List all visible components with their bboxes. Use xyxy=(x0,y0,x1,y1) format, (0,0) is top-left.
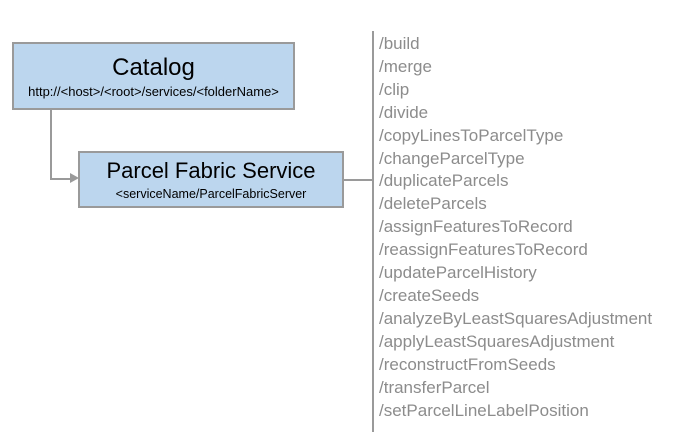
node-catalog-title: Catalog xyxy=(112,53,195,81)
operation-item[interactable]: /applyLeastSquaresAdjustment xyxy=(379,331,615,351)
operation-item[interactable]: /transferParcel xyxy=(379,377,490,397)
operation-item[interactable]: /deleteParcels xyxy=(379,194,487,214)
operation-item[interactable]: /merge xyxy=(379,56,432,76)
operation-item[interactable]: /reassignFeaturesToRecord xyxy=(379,240,588,260)
connector-vertical-segment xyxy=(50,110,52,179)
node-catalog[interactable]: Catalog http://<host>/<root>/services/<f… xyxy=(12,42,295,110)
operation-item[interactable]: /clip xyxy=(379,79,410,99)
operation-item[interactable]: /setParcelLineLabelPosition xyxy=(379,400,589,420)
arrowhead-icon xyxy=(70,173,79,183)
connector-horizontal-segment xyxy=(50,178,72,180)
operation-item[interactable]: /updateParcelHistory xyxy=(379,263,537,283)
operation-item[interactable]: /build xyxy=(379,34,420,53)
node-parcel-fabric-service-title: Parcel Fabric Service xyxy=(106,157,316,183)
operation-item[interactable]: /reconstructFromSeeds xyxy=(379,354,556,374)
operation-item[interactable]: /assignFeaturesToRecord xyxy=(379,217,573,237)
operation-item[interactable]: /analyzeByLeastSquaresAdjustment xyxy=(379,308,653,328)
connector-to-operations xyxy=(344,179,374,181)
operation-item[interactable]: /changeParcelType xyxy=(379,148,525,168)
operation-item[interactable]: /copyLinesToParcelType xyxy=(379,125,564,145)
operation-item[interactable]: /divide xyxy=(379,102,429,122)
node-parcel-fabric-service[interactable]: Parcel Fabric Service <serviceName/Parce… xyxy=(78,151,344,208)
operations-list: /build/merge/clip/divide/copyLinesToParc… xyxy=(379,33,679,422)
node-parcel-fabric-service-subtitle: <serviceName/ParcelFabricServer xyxy=(115,186,307,201)
operations-divider-line xyxy=(372,31,374,432)
node-catalog-subtitle: http://<host>/<root>/services/<folderNam… xyxy=(28,83,279,99)
operation-item[interactable]: /createSeeds xyxy=(379,285,480,305)
operation-item[interactable]: /duplicateParcels xyxy=(379,171,509,191)
